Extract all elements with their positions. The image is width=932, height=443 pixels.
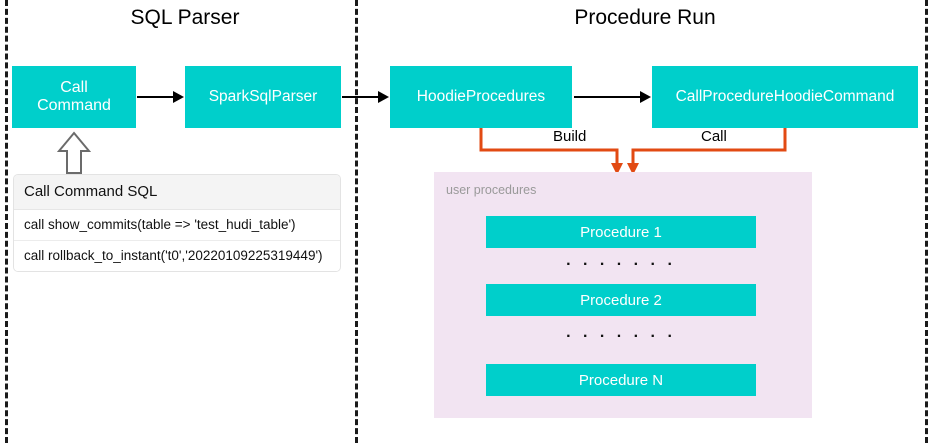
divider-right [925,0,928,443]
user-procedures-panel: user procedures Procedure 1 . . . . . . … [434,172,812,418]
section-title-procedure-run: Procedure Run [574,6,716,29]
arrow-right-icon-procedures-to-command [574,91,651,103]
sql-table-header: Call Command SQL [14,175,340,210]
arrow-up-icon [57,131,91,174]
node-call-procedure-hoodie-command[interactable]: CallProcedureHoodieCommand [652,66,918,128]
procedure-item[interactable]: Procedure 2 [486,284,756,316]
procedure-item[interactable]: Procedure 1 [486,216,756,248]
divider-left [5,0,8,443]
arrow-right-icon-parser-to-procedures [342,91,389,103]
sql-table-row: call show_commits(table => 'test_hudi_ta… [14,210,340,241]
call-command-sql-table: Call Command SQL call show_commits(table… [14,175,340,271]
node-hoodie-procedures[interactable]: HoodieProcedures [390,66,572,128]
edge-label-build: Build [548,128,592,145]
sql-table-row: call rollback_to_instant('t0','202201092… [14,241,340,271]
node-call-command[interactable]: Call Command [12,66,136,128]
procedure-ellipsis: . . . . . . . [566,324,676,341]
procedure-ellipsis: . . . . . . . [566,252,676,269]
procedure-item[interactable]: Procedure N [486,364,756,396]
section-title-sql-parser: SQL Parser [130,6,240,29]
user-procedures-label: user procedures [446,183,537,197]
node-spark-sql-parser[interactable]: SparkSqlParser [185,66,341,128]
arrow-right-icon-call-to-parser [137,91,184,103]
edge-label-call: Call [696,128,732,145]
divider-middle [355,0,358,443]
